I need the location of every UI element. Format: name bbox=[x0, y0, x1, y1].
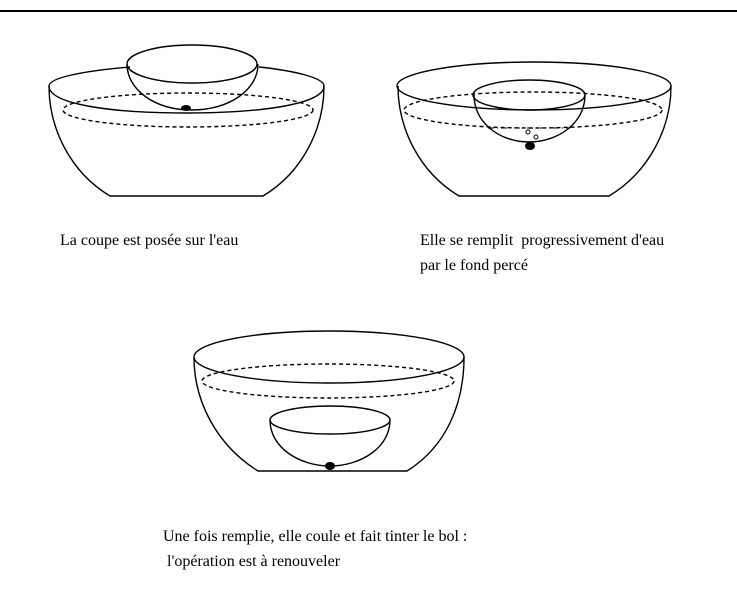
water-surface-3 bbox=[201, 363, 455, 399]
air-bubble-1 bbox=[525, 129, 531, 135]
cup-3-rim bbox=[269, 405, 391, 435]
water-surface-1 bbox=[62, 92, 314, 128]
panel-cup-filling bbox=[396, 61, 672, 197]
caption-step-3-line-2: l'opération est à renouveler bbox=[167, 553, 341, 570]
panel-cup-sunk bbox=[193, 330, 465, 472]
cup-1-rim bbox=[126, 44, 258, 84]
cup-2-hole bbox=[525, 142, 535, 150]
caption-step-1-text: La coupe est posée sur l'eau bbox=[60, 232, 239, 249]
bowl-3-body bbox=[193, 356, 465, 472]
cup-3-body bbox=[269, 419, 391, 467]
cup-3-hole bbox=[325, 462, 335, 470]
air-bubble-2 bbox=[533, 134, 539, 140]
caption-step-2-line-2: par le fond percé bbox=[420, 257, 528, 274]
panel-cup-floating bbox=[48, 44, 325, 197]
caption-step-3-line-1: Une fois remplie, elle coule et fait tin… bbox=[163, 528, 468, 545]
bowl-1-rim-front bbox=[48, 85, 325, 114]
caption-step-2-line-1: Elle se remplit progressivement d'eau bbox=[420, 232, 665, 249]
cup-2-rim bbox=[472, 79, 586, 111]
bowl-1-body bbox=[48, 85, 325, 197]
caption-step-3: Une fois remplie, elle coule et fait tin… bbox=[163, 524, 467, 574]
bowl-3-rim bbox=[193, 330, 465, 384]
bowl-2-rim bbox=[396, 61, 672, 111]
water-surface-2 bbox=[403, 91, 663, 129]
bowl-1-rim-back bbox=[48, 66, 325, 87]
cup-2-body bbox=[473, 94, 586, 143]
bowl-2-body bbox=[397, 85, 672, 197]
caption-step-1: La coupe est posée sur l'eau bbox=[60, 228, 238, 253]
cup-1-body bbox=[126, 63, 259, 111]
caption-step-2: Elle se remplit progressivement d'eau pa… bbox=[420, 228, 664, 278]
cup-1-hole bbox=[181, 105, 191, 111]
